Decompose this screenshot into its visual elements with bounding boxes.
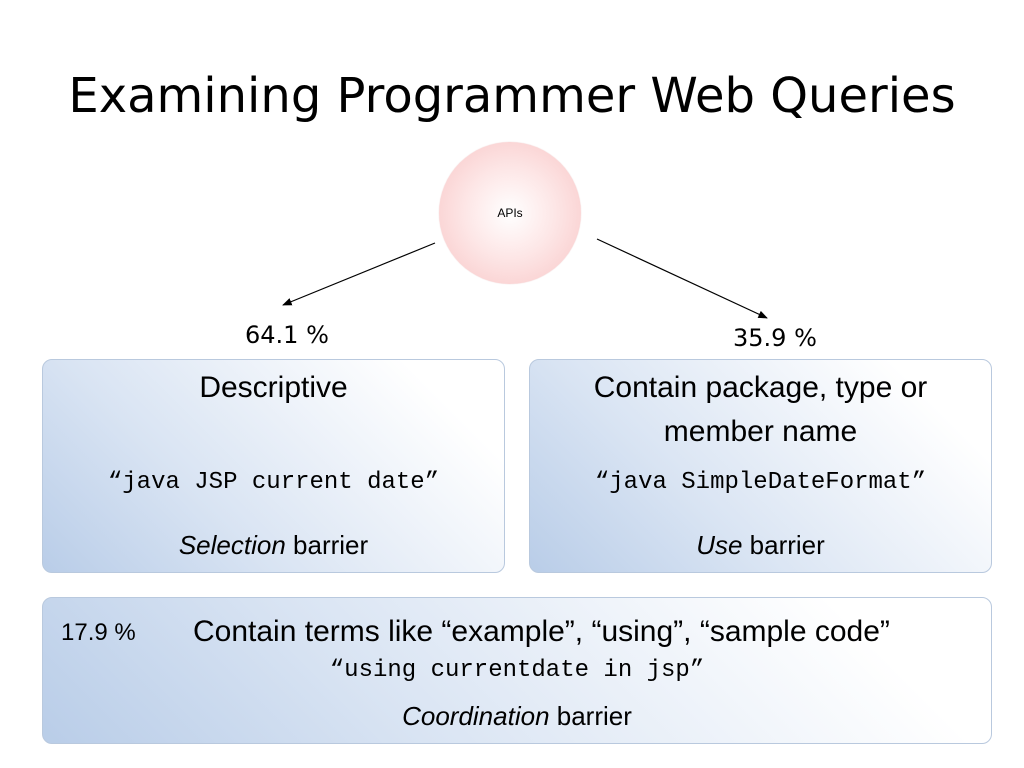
named-barrier: Use barrier <box>530 529 991 561</box>
descriptive-query: “java JSP current date” <box>107 469 440 496</box>
descriptive-heading: Descriptive <box>199 371 348 404</box>
apis-circle: APIs <box>439 142 581 284</box>
apis-label: APIs <box>497 206 523 220</box>
left-branch-percent: 64.1 % <box>245 321 329 349</box>
named-query: “java SimpleDateFormat” <box>594 469 927 496</box>
slide-title: Examining Programmer Web Queries <box>68 68 956 124</box>
right-branch-arrow <box>596 238 768 319</box>
barrier-suffix: barrier <box>742 530 825 560</box>
barrier-suffix: barrier <box>549 701 632 731</box>
example-terms-box: 17.9 % Contain terms like “example”, “us… <box>42 597 992 744</box>
descriptive-box: Descriptive “java JSP current date” Sele… <box>42 359 505 573</box>
example-terms-barrier: Coordination barrier <box>43 700 991 732</box>
right-branch-percent: 35.9 % <box>733 324 817 352</box>
descriptive-barrier: Selection barrier <box>43 529 504 561</box>
named-box: Contain package, type or member name “ja… <box>529 359 992 573</box>
barrier-emphasis: Use <box>696 530 743 560</box>
barrier-emphasis: Coordination <box>402 701 550 731</box>
example-terms-percent: 17.9 % <box>61 619 136 646</box>
example-terms-query: “using currentdate in jsp” <box>329 657 705 684</box>
barrier-emphasis: Selection <box>178 530 286 560</box>
barrier-suffix: barrier <box>285 530 369 560</box>
example-terms-heading: Contain terms like “example”, “using”, “… <box>193 615 890 648</box>
left-branch-arrow <box>282 242 436 306</box>
named-heading-line1: Contain package, type or <box>593 371 928 404</box>
named-heading-line2: member name <box>663 415 858 448</box>
